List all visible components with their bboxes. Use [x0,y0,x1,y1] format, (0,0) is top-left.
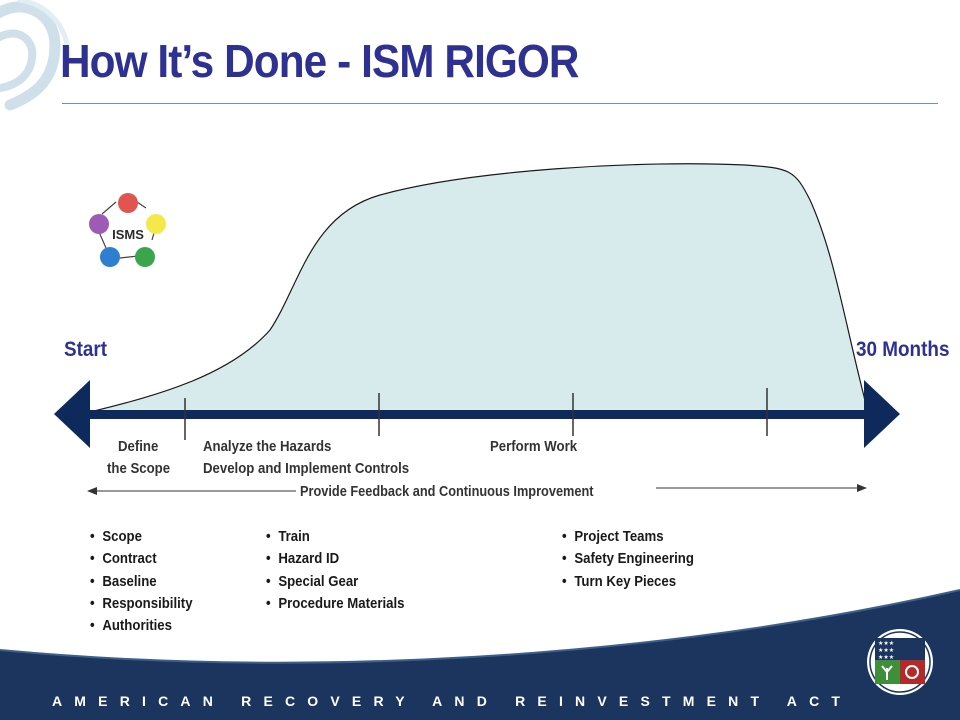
timeline-left-arrowhead [54,380,90,448]
list-item: Turn Key Pieces [562,571,694,593]
timeline-bar [88,410,870,419]
svg-text:★★★: ★★★ [878,647,894,654]
list-item: Contract [90,548,193,570]
end-label: 30 Months [856,338,950,361]
feedback-arrow-right-head [857,484,867,492]
recovery-seal-logo: ★★★★★★★★★ [866,628,934,696]
isms-cycle-icon: ISMS [89,193,166,267]
list-item: Procedure Materials [266,593,404,615]
list-item: Special Gear [266,571,405,593]
footer-band [0,590,960,720]
bullet-list-scope: Scope Contract Baseline Responsibility A… [90,526,207,637]
timeline-right-arrowhead [864,380,900,448]
bullet-list-work: Project Teams Safety Engineering Turn Ke… [562,526,712,593]
phase-analyze-line2: Develop and Implement Controls [203,460,410,477]
title-divider [62,103,938,104]
list-item: Scope [90,526,193,548]
phase-define-line2: the Scope [107,460,171,477]
feedback-arrow-left-head [87,487,97,495]
list-item: Baseline [90,571,193,593]
feedback-label: Provide Feedback and Continuous Improvem… [300,484,594,500]
list-item: Authorities [90,615,193,637]
phase-perform-work: Perform Work [490,438,578,455]
svg-text:★★★: ★★★ [878,654,894,661]
bullet-list-controls: Train Hazard ID Special Gear Procedure M… [266,526,423,615]
svg-text:★★★: ★★★ [878,640,894,647]
start-label: Start [64,338,108,361]
list-item: Project Teams [562,526,694,548]
phase-analyze-line1: Analyze the Hazards [203,438,332,455]
list-item: Hazard ID [266,548,405,570]
svg-text:ISMS: ISMS [112,227,144,242]
rigor-curve [89,163,869,413]
phase-define-line1: Define [118,438,159,455]
list-item: Responsibility [90,593,192,615]
recovery-seal-icon: ★★★★★★★★★ [867,629,933,695]
footer-band-highlight [0,589,960,664]
list-item: Train [266,526,405,548]
isms-logo: ISMS [86,188,170,272]
slide-title: How It’s Done - ISM RIGOR [60,35,579,87]
list-item: Safety Engineering [562,548,694,570]
corner-swoosh-graphic [0,0,71,111]
footer-text: AMERICAN RECOVERY AND REINVESTMENT ACT [52,693,853,709]
